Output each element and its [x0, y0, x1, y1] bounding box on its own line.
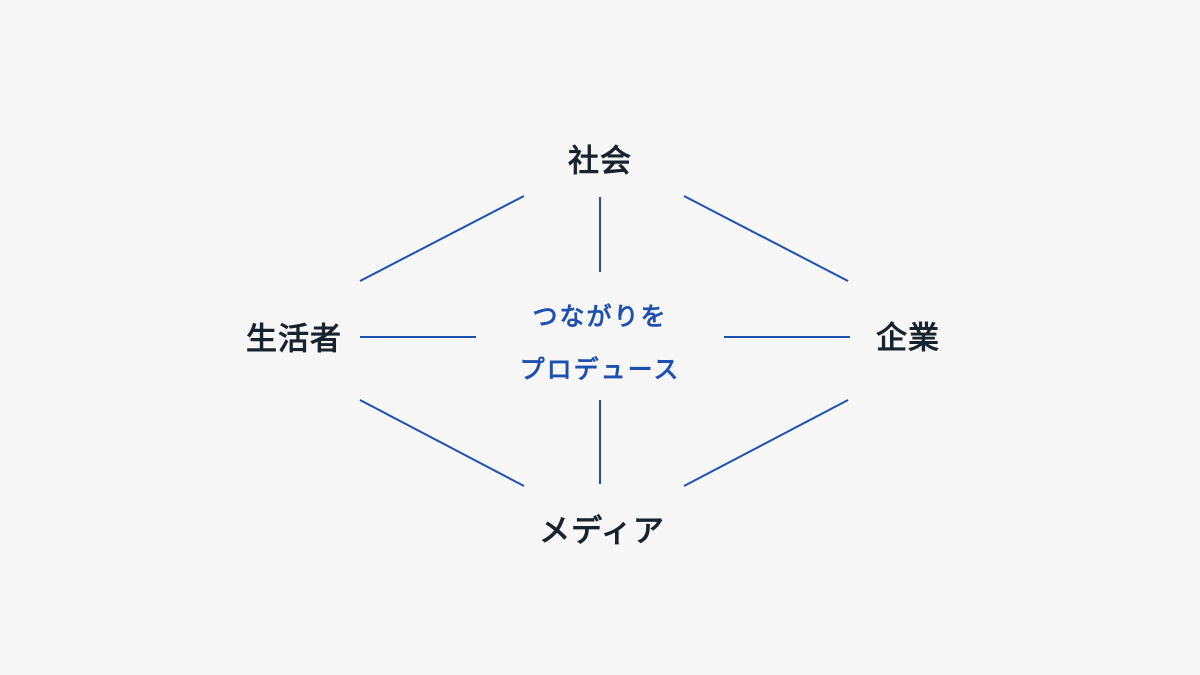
- line-left-bottom: [359, 399, 525, 487]
- node-society: 社会: [568, 143, 632, 180]
- center-text-line2: プロデュース: [519, 355, 681, 384]
- line-right-top: [683, 195, 849, 282]
- center-text-line1: つながりを: [532, 302, 668, 331]
- node-consumer: 生活者: [246, 321, 342, 358]
- line-right-bottom: [683, 399, 849, 487]
- line-left-top: [359, 195, 525, 282]
- node-media: メディア: [539, 513, 665, 550]
- node-company: 企業: [876, 320, 940, 357]
